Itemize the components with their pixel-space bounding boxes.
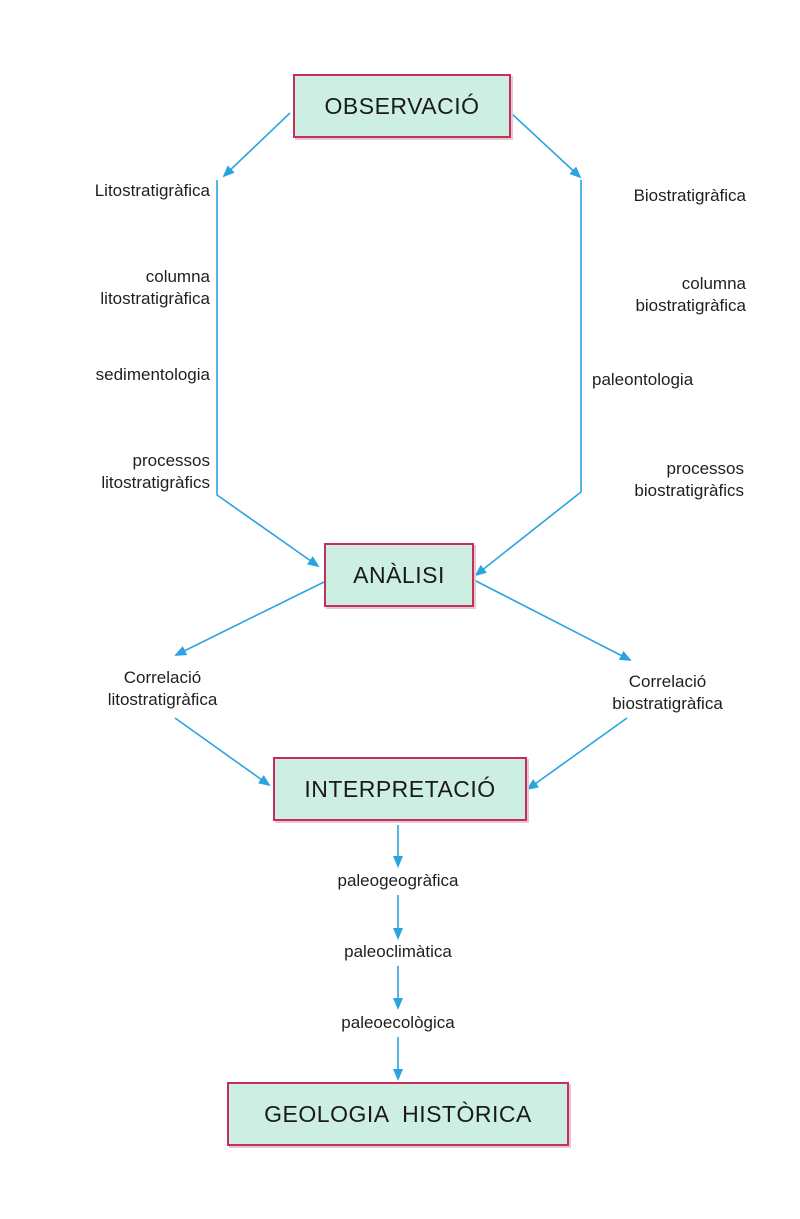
label-sedimentologia: sedimentologia [96,364,210,386]
label-correlacio-bio: Correlació biostratigràfica [580,671,755,715]
label-columna-bio-line1: columna [681,274,746,293]
label-processos-lito: processos litostratigràfics [101,450,210,494]
label-columna-bio: columna biostratigràfica [635,273,746,317]
label-paleoclimatica-text: paleoclimàtica [344,942,452,961]
label-biostratigrafica: Biostratigràfica [634,185,746,207]
box-observacio: OBSERVACIÓ [293,74,511,138]
label-correlacio-bio-line1: Correlació [628,672,707,691]
label-processos-bio-line2: biostratigràfics [634,481,744,500]
arrow-observacio-to-bio [510,112,582,179]
box-analisi: ANÀLISI [324,543,474,607]
label-columna-lito-line2: litostratigràfica [100,289,210,308]
label-paleoecologica-text: paleoecològica [341,1013,455,1032]
label-processos-bio: processos biostratigràfics [634,458,744,502]
label-correlacio-lito-line2: litostratigràfica [107,690,218,709]
label-columna-lito-line1: columna [145,267,210,286]
arrow-analisi-to-corr-lito [174,581,325,656]
arrow-lito-to-analisi [216,180,320,568]
label-columna-lito: columna litostratigràfica [100,266,210,310]
label-processos-lito-line2: litostratigràfics [101,473,210,492]
label-litostratigrafica-text: Litostratigràfica [94,181,210,200]
label-processos-bio-line1: processos [666,459,744,478]
label-paleoecologica: paleoecològica [290,1012,506,1034]
arrow-bio-to-analisi [474,180,582,577]
label-paleontologia: paleontologia [592,369,693,391]
box-geologia-historica: GEOLOGIA HISTÒRICA [227,1082,569,1146]
arrow-analisi-to-corr-bio [473,579,632,661]
label-processos-lito-line1: processos [132,451,210,470]
arrow-observacio-to-lito [222,112,291,178]
label-sedimentologia-text: sedimentologia [95,365,210,384]
label-correlacio-lito-line1: Correlació [123,668,202,687]
label-correlacio-lito: Correlació litostratigràfica [80,667,245,711]
box-interpretacio: INTERPRETACIÓ [273,757,527,821]
arrow-corr-lito-to-interpretacio [174,717,271,787]
label-paleogeografica-text: paleogeogràfica [337,871,459,890]
label-paleoclimatica: paleoclimàtica [290,941,506,963]
label-correlacio-bio-line2: biostratigràfica [612,694,723,713]
label-columna-bio-line2: biostratigràfica [635,296,746,315]
label-biostratigrafica-text: Biostratigràfica [633,186,746,205]
label-paleogeografica: paleogeogràfica [290,870,506,892]
arrow-corr-bio-to-interpretacio [526,717,628,791]
label-paleontologia-text: paleontologia [592,370,694,389]
label-litostratigrafica: Litostratigràfica [95,180,210,202]
